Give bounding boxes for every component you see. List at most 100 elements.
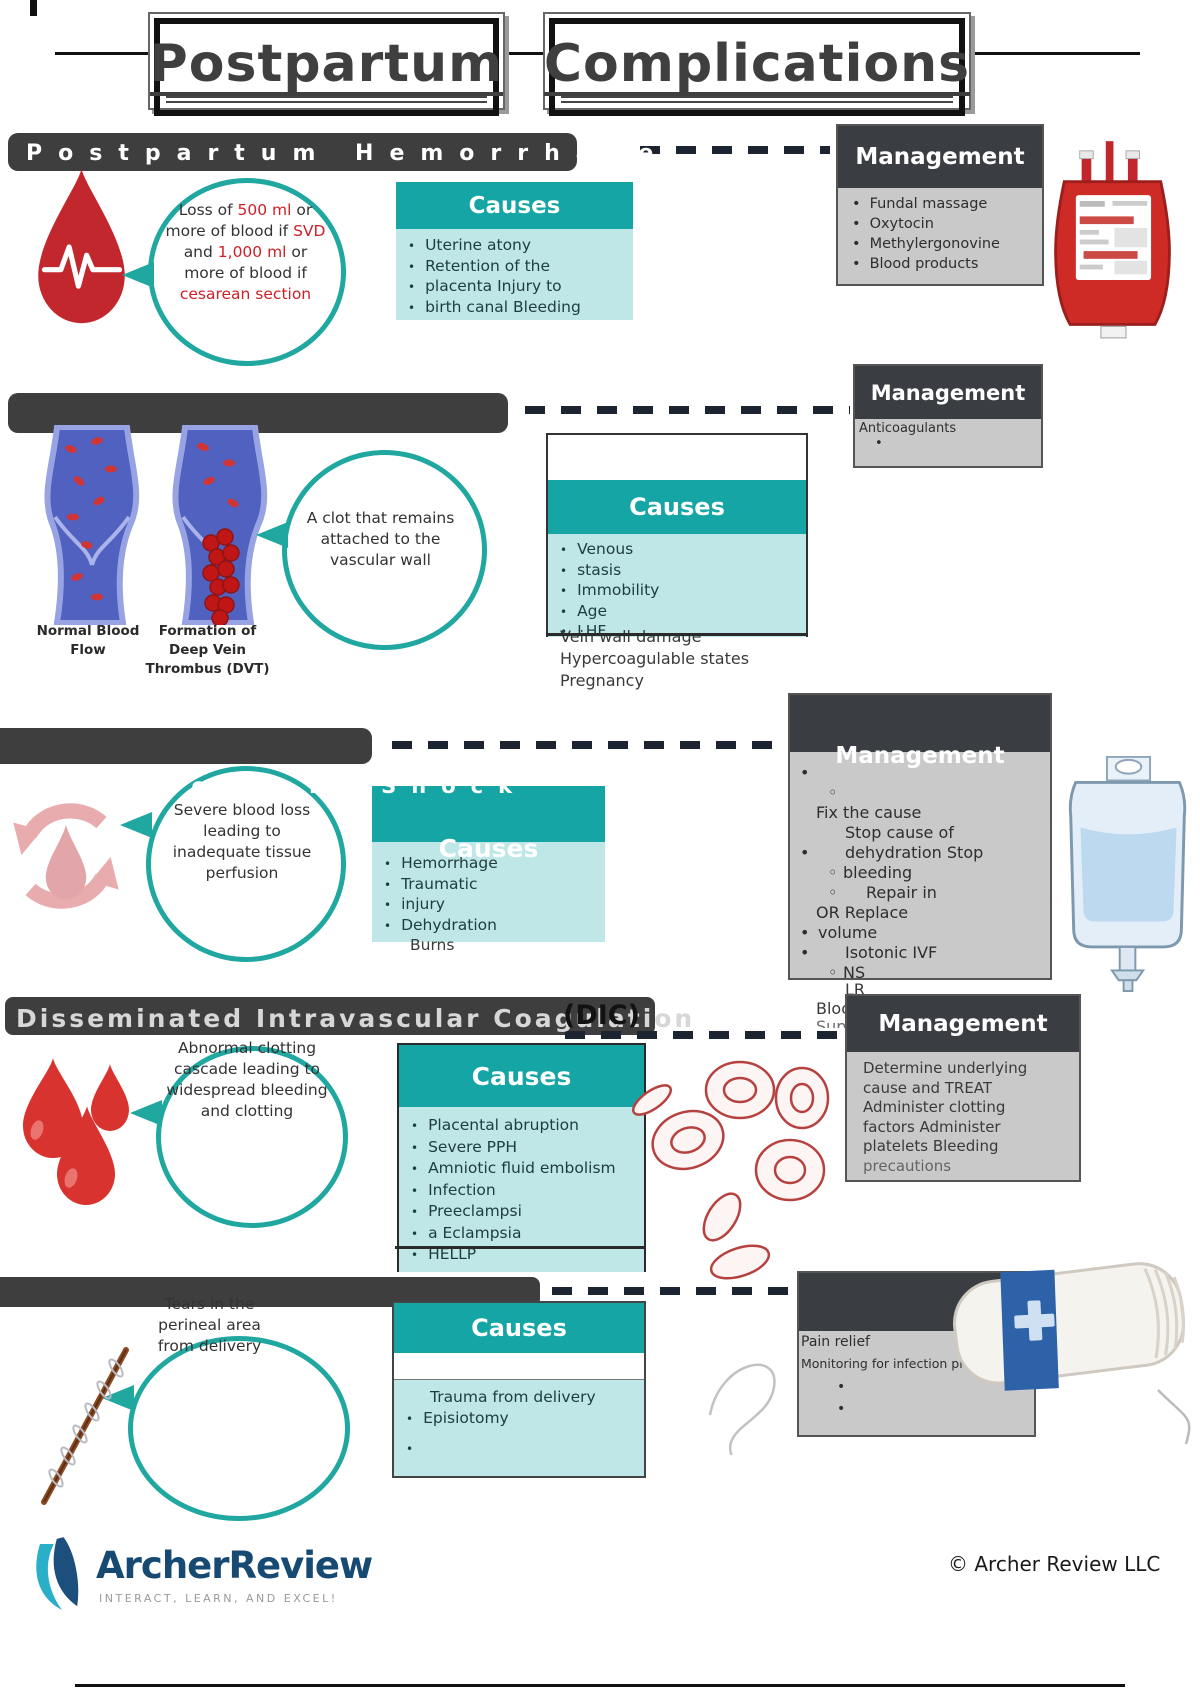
- list-item: Episiotomy: [394, 1409, 644, 1430]
- bullet-glyph: •: [800, 943, 810, 962]
- text-segment: and: [183, 242, 218, 261]
- page-title-word1: Postpartum: [149, 34, 504, 96]
- list-item: Retention of the: [396, 257, 633, 278]
- box-edge-line: [395, 1246, 644, 1249]
- list-item: bleeding: [843, 863, 913, 882]
- definition-text-lacerations: Tears in the perineal area from delivery: [157, 1295, 262, 1355]
- bubble-tail: [120, 812, 152, 838]
- causes-overflow-dvt: Vein wall damage Hypercoagulable states …: [560, 626, 749, 692]
- management-title-dvt: Management: [855, 366, 1041, 419]
- causes-overflow-shock: Burns: [410, 936, 455, 954]
- bullet-glyph: •: [800, 923, 810, 942]
- blood-drop-ekg-icon: [38, 168, 125, 324]
- management-box-dvt: Management Anticoagulants •: [853, 364, 1043, 468]
- logo-wordmark: ArcherReview: [96, 1544, 373, 1587]
- text-segment-red: 500 ml: [237, 201, 292, 219]
- page-title-word2: Complications: [543, 34, 971, 96]
- definition-text-dic: Abnormal clotting cascade leading to wid…: [166, 1039, 328, 1120]
- text-segment: or more of blood if: [184, 242, 308, 282]
- text-segment: or more of blood if: [165, 201, 313, 240]
- corner-tick: [30, 0, 37, 16]
- list-item: injury: [372, 895, 605, 916]
- perineal-suture-icon: [41, 1347, 129, 1505]
- list-item: disorders: [396, 318, 633, 320]
- bullet-glyph: ◦: [828, 783, 838, 802]
- vein-illustration: [44, 425, 268, 625]
- vein-label-normal: Normal Blood Flow: [36, 623, 140, 658]
- list-item: Severe PPH: [399, 1137, 644, 1159]
- iv-bag-icon: [1068, 755, 1187, 992]
- list-item: Hypercoagulable states: [560, 649, 750, 668]
- section-title-pph: Postpartum Hemorrhage: [26, 141, 670, 166]
- list-item: OR Replace: [816, 903, 909, 922]
- causes-box-dic: Causes Placental abruption Severe PPH Am…: [397, 1043, 646, 1272]
- copyright-text: © Archer Review LLC: [948, 1552, 1161, 1576]
- section-header-bar-shock: [0, 728, 372, 764]
- blood-cycle-icon: [13, 803, 119, 909]
- bubble-tail: [130, 1100, 162, 1126]
- list-item: Infection: [399, 1180, 644, 1202]
- connector-dash-dvt: [525, 406, 850, 414]
- list-item: Immobility: [548, 581, 806, 602]
- causes-title-shock: Causes: [438, 834, 539, 863]
- red-blood-cells-sketch: [632, 1060, 830, 1280]
- list-item: Repair in: [866, 883, 937, 902]
- bullet-glyph: •: [800, 763, 810, 782]
- causes-title-pph: Causes: [396, 182, 633, 229]
- definition-text-pph: Loss of 500 ml or more of blood if SVD a…: [163, 200, 328, 305]
- blood-drops-icon: [23, 1058, 129, 1205]
- list-item: Placental abruption: [399, 1115, 644, 1137]
- list-item: Pregnancy: [560, 671, 644, 690]
- management-line: Anticoagulants: [859, 421, 957, 436]
- bullet-glyph: ◦: [828, 863, 838, 882]
- definition-bubble-dvt: [282, 450, 487, 650]
- bullet-glyph: •: [800, 843, 810, 862]
- connector-dash-shock: [392, 741, 787, 749]
- list-item: Stop cause of: [845, 823, 954, 842]
- management-line: Determine underlying: [863, 1059, 1028, 1077]
- bubble-tail: [256, 522, 288, 548]
- blood-bag-icon: [1054, 141, 1171, 339]
- section-header-bar-pph: [8, 133, 577, 171]
- title-underline: [561, 101, 953, 103]
- list-item: Trauma from delivery: [430, 1388, 596, 1406]
- causes-box-lacerations: Causes Trauma from delivery Episiotomy: [392, 1301, 646, 1478]
- causes-box-dvt: Causes Venous stasis Immobility Age LHF: [546, 433, 808, 640]
- vein-label-dvt: Formation of Deep Vein Thrombus (DVT): [145, 623, 270, 677]
- management-list-pph: Fundal massage Oxytocin Methylergonovine…: [838, 194, 1042, 274]
- list-item: Oxytocin: [852, 214, 1042, 234]
- section-title-dic: Disseminated Intravascular Coagulation: [16, 1004, 696, 1033]
- management-line: precautions: [863, 1156, 952, 1175]
- management-box-pph: Management Fundal massage Oxytocin Methy…: [836, 124, 1044, 286]
- section-title-shock: Hypovolemic Shock: [42, 774, 528, 798]
- bullet-glyph: ◦: [828, 963, 838, 982]
- management-line: Pain relief: [801, 1334, 870, 1350]
- thread-sketch: [1157, 1389, 1191, 1445]
- list-item: stasis: [548, 561, 806, 582]
- management-title-pph: Management: [838, 126, 1042, 188]
- management-title-shock: Management: [835, 743, 1005, 769]
- list-item: Dehydration: [372, 916, 605, 937]
- list-item: HELLP: [399, 1244, 644, 1266]
- definition-text-shock: Severe blood loss leading to inadequate …: [172, 801, 312, 882]
- definition-bubble-shock: [146, 766, 346, 962]
- connector-dash-pph: [640, 146, 830, 154]
- logo-tagline: INTERACT, LEARN, AND EXCEL!: [99, 1592, 338, 1605]
- causes-title-lacerations: Causes: [394, 1303, 644, 1353]
- list-item: Hemorrhage: [372, 854, 605, 875]
- list-item: Traumatic: [372, 875, 605, 896]
- list-item: Fix the cause: [816, 803, 922, 822]
- causes-title-dic: Causes: [399, 1045, 644, 1107]
- list-item: volume: [818, 923, 878, 942]
- list-item: Age: [548, 602, 806, 623]
- list-item: Amniotic fluid embolism: [399, 1158, 644, 1180]
- list-item: a Eclampsia: [399, 1223, 644, 1245]
- list-item: Fundal massage: [852, 194, 1042, 214]
- list-item: NS: [843, 963, 866, 982]
- list-item: placenta Injury to: [396, 277, 633, 298]
- definition-text-dvt: A clot that remains attached to the vasc…: [306, 509, 455, 569]
- management-line: cause and TREAT: [863, 1078, 993, 1097]
- definition-bubble-dic: [156, 1046, 348, 1228]
- archer-logo-icon: [36, 1536, 81, 1610]
- title-underline: [166, 101, 487, 103]
